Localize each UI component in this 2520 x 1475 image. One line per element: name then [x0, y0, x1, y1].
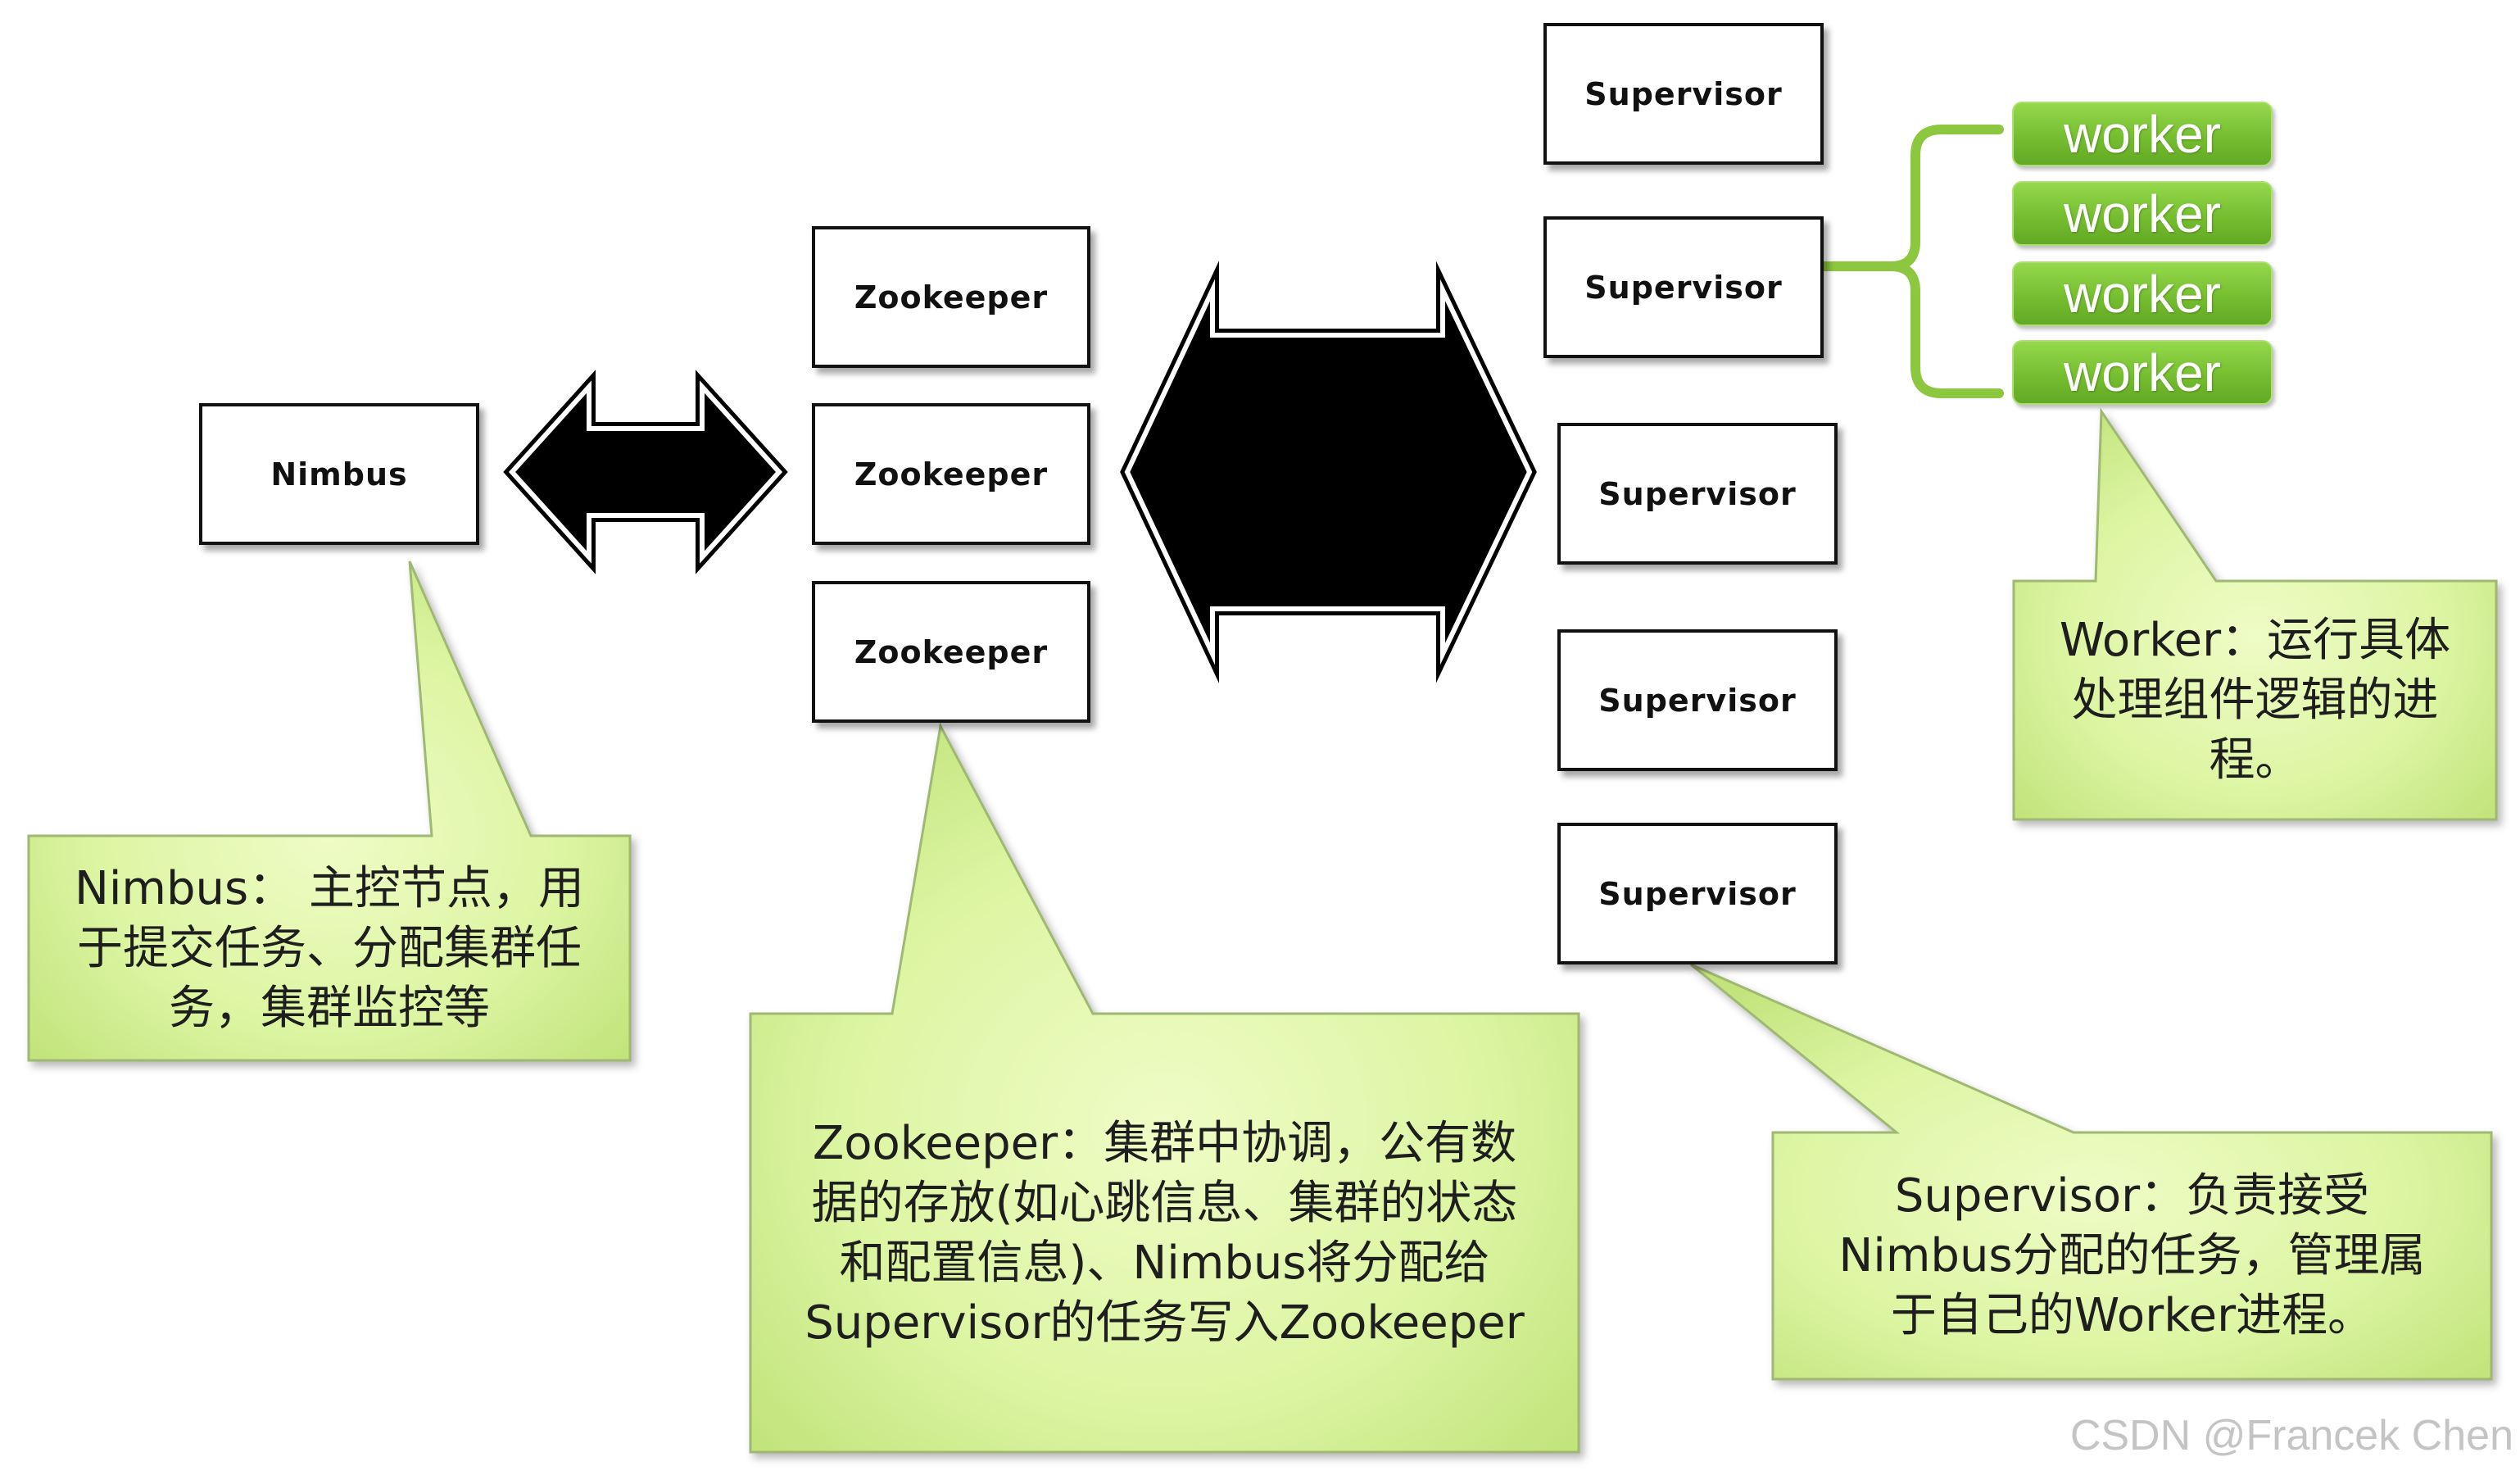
- callout-line: Supervisor的任务写入Zookeeper: [804, 1296, 1525, 1350]
- callout-line: Worker：运行具体: [2059, 614, 2451, 667]
- worker-block-2: worker: [2012, 181, 2273, 246]
- nimbus-callout-text: Nimbus： 主控节点，用 于提交任务、分配集群任 务，集群监控等: [29, 836, 630, 1060]
- callout-line: 于提交任务、分配集群任: [77, 921, 582, 975]
- callout-line: 据的存放(如心跳信息、集群的状态: [811, 1176, 1518, 1230]
- worker-block-4: worker: [2012, 340, 2273, 405]
- callout-line: 程。: [2209, 733, 2301, 787]
- callout-line: Supervisor：负责接受: [1894, 1169, 2370, 1223]
- zookeeper-node-1: Zookeeper: [812, 226, 1090, 368]
- zookeeper-callout-text: Zookeeper：集群中协调，公有数 据的存放(如心跳信息、集群的状态 和配置…: [750, 1014, 1579, 1452]
- worker-block-3: worker: [2012, 261, 2273, 326]
- bidirectional-arrow-nimbus-zookeeper: [503, 370, 788, 574]
- callout-line: 务，集群监控等: [169, 981, 490, 1035]
- bidirectional-arrow-zookeeper-supervisor: [1120, 261, 1537, 683]
- supervisor-node-5: Supervisor: [1557, 823, 1838, 964]
- callout-line: Zookeeper：集群中协调，公有数: [812, 1116, 1517, 1170]
- supervisor-node-4: Supervisor: [1557, 629, 1838, 771]
- nimbus-callout: [27, 560, 632, 1062]
- zookeeper-callout: [749, 722, 1580, 1454]
- worker-group-bracket: [1819, 125, 2004, 398]
- watermark: CSDN @Francek Chen: [2069, 1412, 2513, 1459]
- supervisor-callout: [1690, 963, 2493, 1381]
- worker-callout-text: Worker：运行具体 处理组件逻辑的进 程。: [2014, 581, 2496, 819]
- zookeeper-node-3: Zookeeper: [812, 581, 1090, 723]
- supervisor-callout-text: Supervisor：负责接受 Nimbus分配的任务，管理属 于自己的Work…: [1773, 1132, 2491, 1379]
- callout-line: 和配置信息)、Nimbus将分配给: [839, 1236, 1490, 1290]
- callout-line: 处理组件逻辑的进: [2071, 674, 2439, 727]
- supervisor-node-3: Supervisor: [1557, 423, 1838, 565]
- callout-line: 于自己的Worker进程。: [1890, 1289, 2374, 1342]
- supervisor-node-1: Supervisor: [1543, 23, 1824, 165]
- worker-callout: [2012, 407, 2498, 821]
- zookeeper-node-2: Zookeeper: [812, 403, 1090, 545]
- worker-block-1: worker: [2012, 102, 2273, 166]
- callout-line: Nimbus： 主控节点，用: [74, 861, 584, 915]
- nimbus-node: Nimbus: [199, 403, 479, 545]
- supervisor-node-2: Supervisor: [1543, 216, 1824, 358]
- callout-line: Nimbus分配的任务，管理属: [1838, 1229, 2426, 1282]
